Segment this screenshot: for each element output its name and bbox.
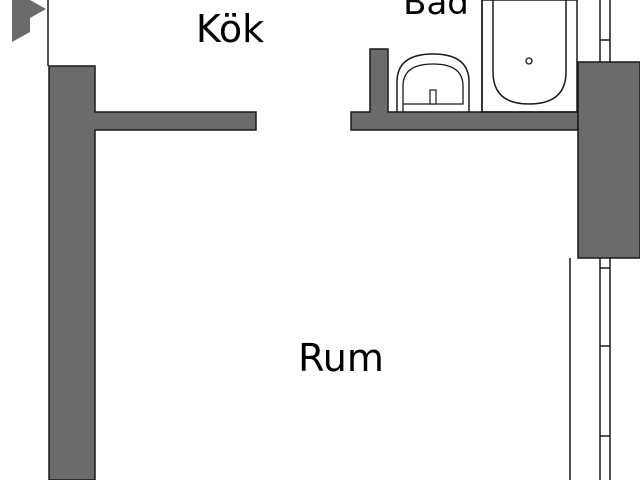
window-lower: [569, 258, 611, 480]
entrance-arrow-icon: [12, 0, 46, 42]
sink-icon: [396, 53, 470, 112]
left-wall: [48, 65, 257, 480]
room-label-main-room: Rum: [298, 336, 384, 380]
bathroom-wall: [350, 48, 579, 131]
window-upper: [599, 0, 611, 62]
room-label-kitchen: Kök: [196, 7, 264, 51]
room-label-bathroom: Bad: [403, 0, 469, 23]
right-wall: [577, 61, 640, 259]
bathtub-icon: [481, 0, 578, 113]
